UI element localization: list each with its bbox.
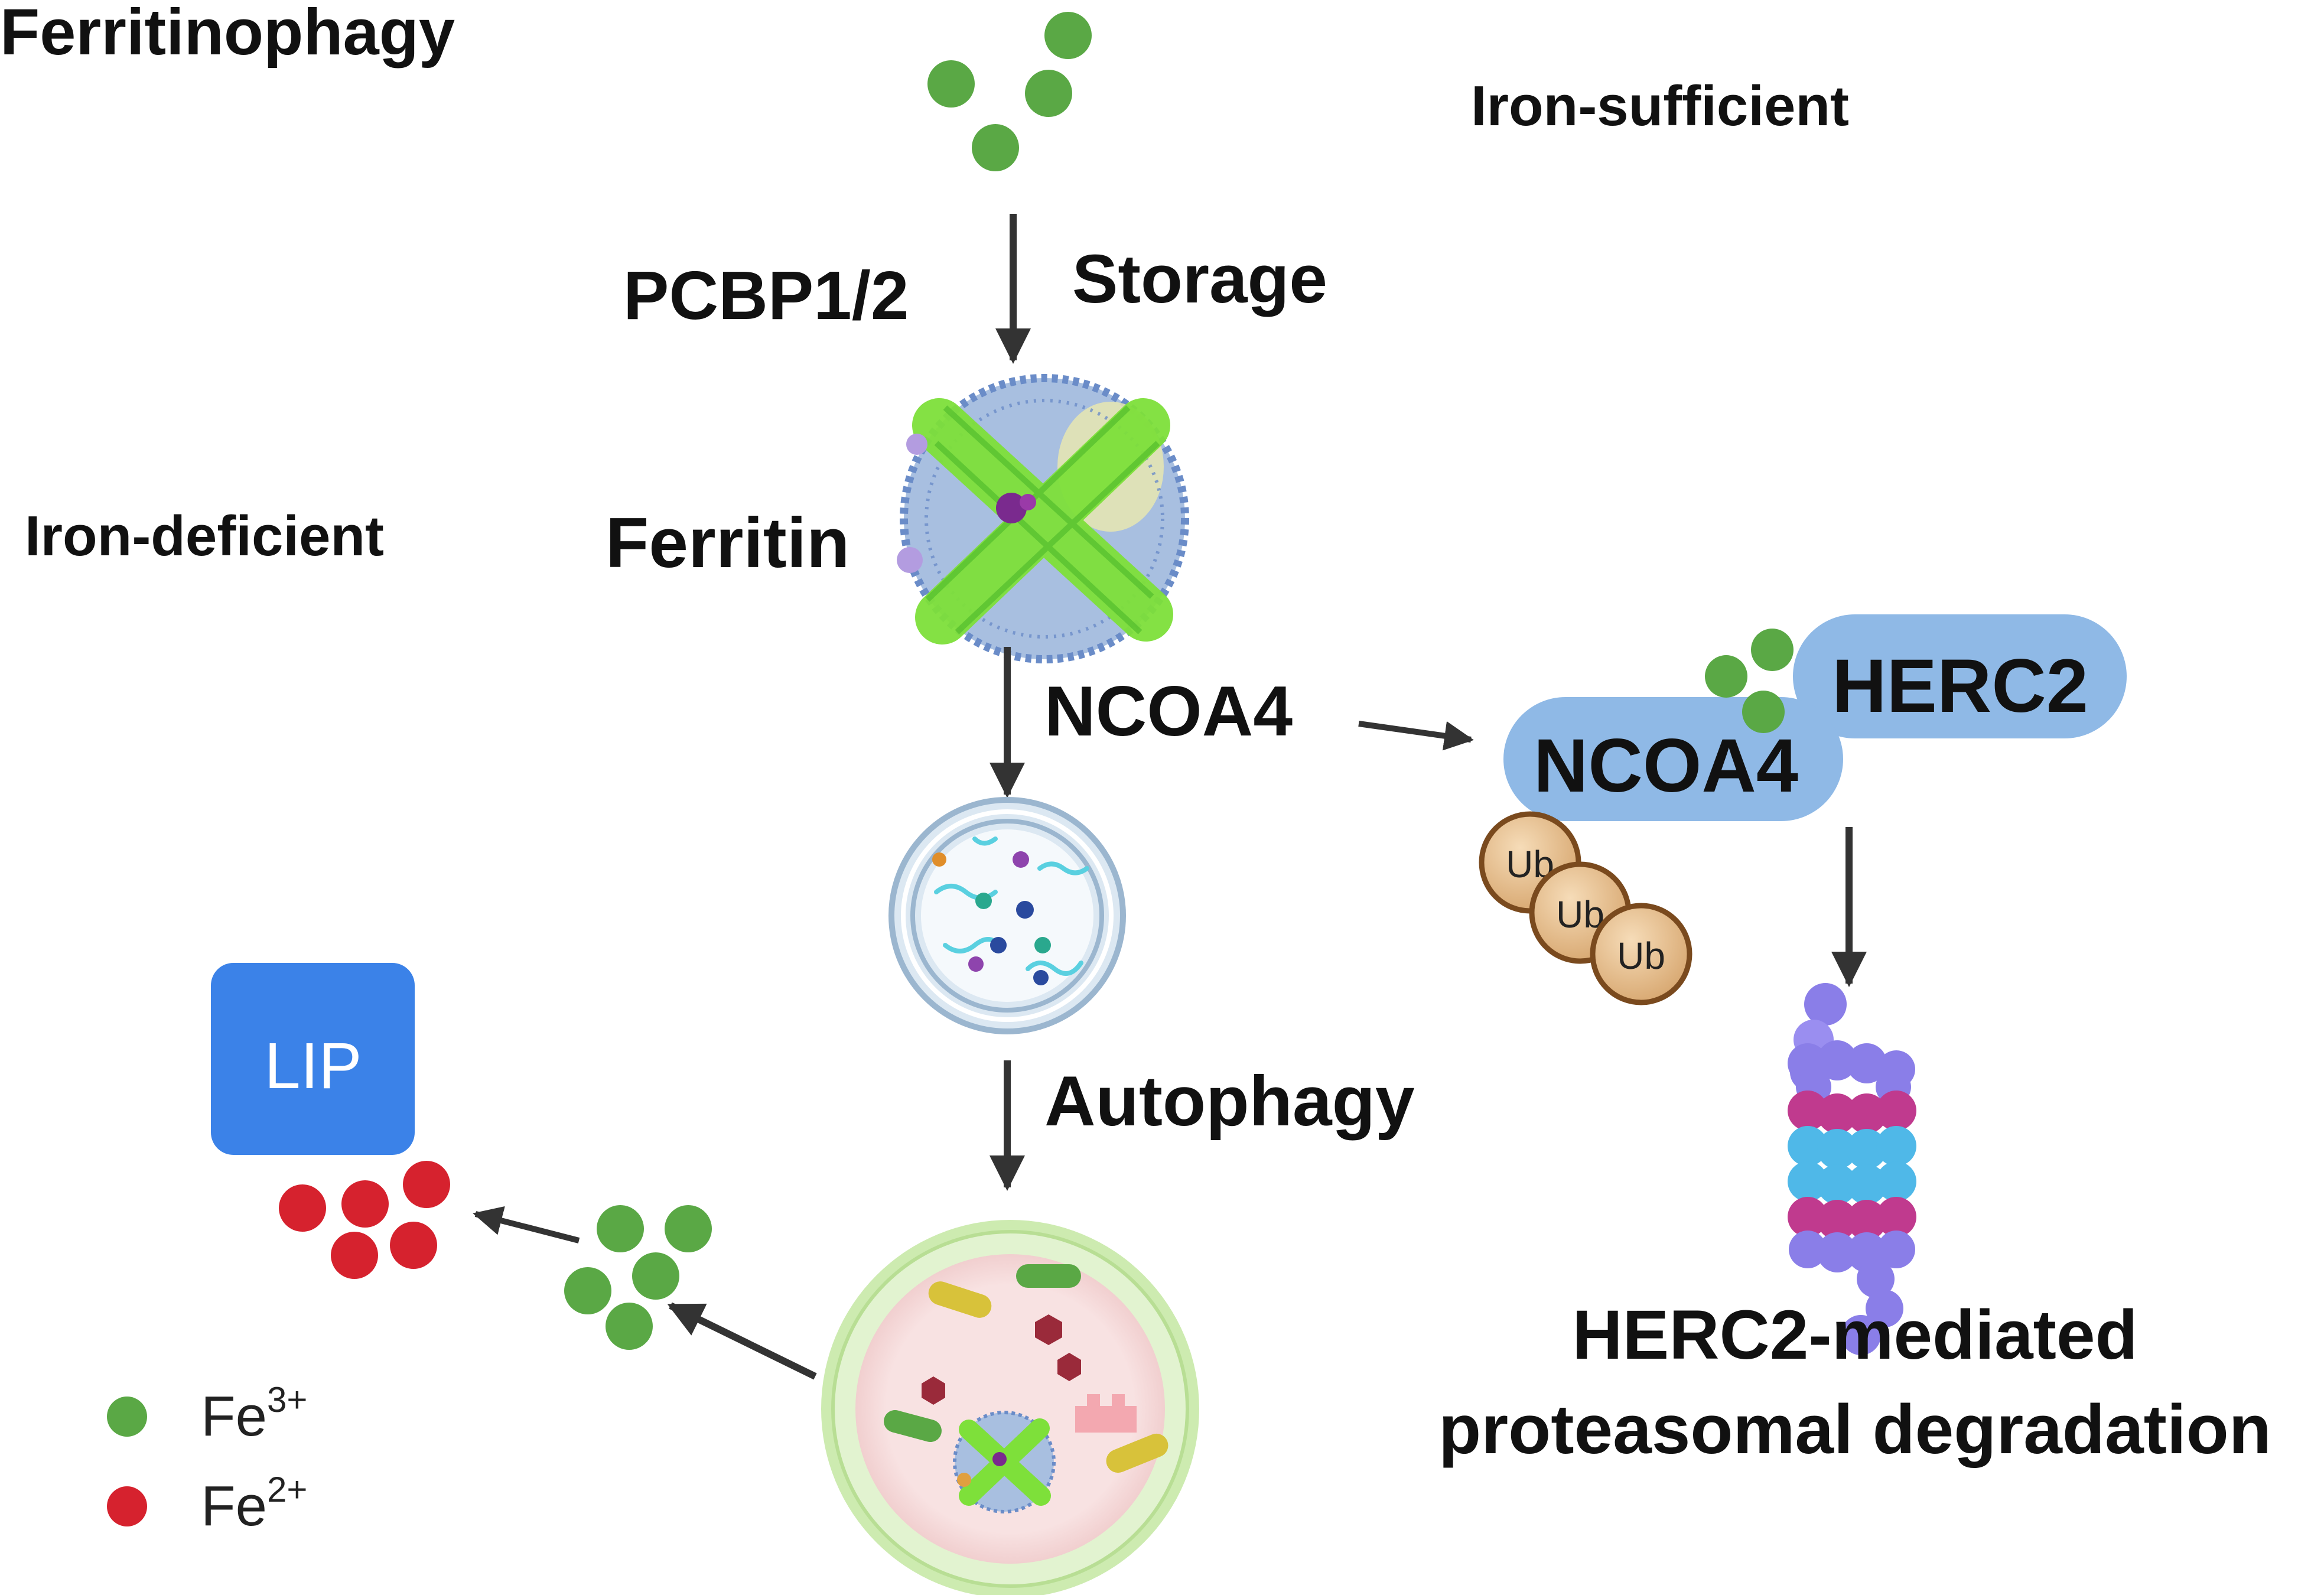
lip-box	[211, 963, 415, 1155]
fe3-cluster-released	[564, 1205, 712, 1350]
legend-fe3-label: Fe3+	[201, 1380, 307, 1448]
lip-label: LIP	[264, 1030, 362, 1102]
svg-text:Ub: Ub	[1556, 893, 1604, 936]
ncoa4-box-label: NCOA4	[1534, 724, 1798, 808]
iron-sufficient-label: Iron-sufficient	[1471, 74, 1849, 138]
autophagy-label: Autophagy	[1044, 1062, 1415, 1141]
legend: Fe3+ Fe2+	[107, 1380, 307, 1538]
autophagosome-icon	[888, 797, 1126, 1034]
ferritin-label: Ferritin	[606, 503, 849, 582]
ncoa4-arrow-right	[1358, 721, 1474, 751]
ubiquitin-3: Ub	[1590, 903, 1692, 1005]
degradation-label-line1: HERC2-mediated	[1572, 1296, 2137, 1374]
fe3-cluster-complex	[1705, 629, 1794, 733]
degradation-label-line2: proteasomal degradation	[1438, 1391, 2271, 1469]
legend-fe2-label: Fe2+	[201, 1470, 307, 1538]
ncoa4-arrow-label: NCOA4	[1044, 672, 1293, 751]
legend-fe3-swatch	[107, 1397, 147, 1437]
iron-deficient-label: Iron-deficient	[25, 504, 384, 568]
svg-text:Ub: Ub	[1617, 935, 1665, 977]
ubiquitin-chain: Ub Ub Ub	[1479, 811, 1692, 1005]
reduction-arrow	[473, 1206, 580, 1244]
fe3-cluster-top	[927, 12, 1092, 171]
diagram-title: Ferritinophagy	[0, 0, 455, 69]
storage-label: Storage	[1072, 240, 1327, 317]
pcbp-label: PCBP1/2	[623, 257, 909, 334]
legend-fe2-swatch	[107, 1486, 147, 1526]
ncoa4-herc2-complex: HERC2 NCOA4	[1503, 614, 2127, 821]
degraded-ferritin-icon	[953, 1411, 1056, 1513]
ferritin-icon	[897, 374, 1189, 663]
herc2-box	[1793, 614, 2127, 738]
herc2-box-label: HERC2	[1832, 644, 2088, 728]
proteasome-icon	[1788, 983, 1916, 1355]
fe2-cluster	[279, 1161, 450, 1279]
autolysosome-icon	[821, 1220, 1199, 1595]
release-arrow	[667, 1302, 817, 1380]
